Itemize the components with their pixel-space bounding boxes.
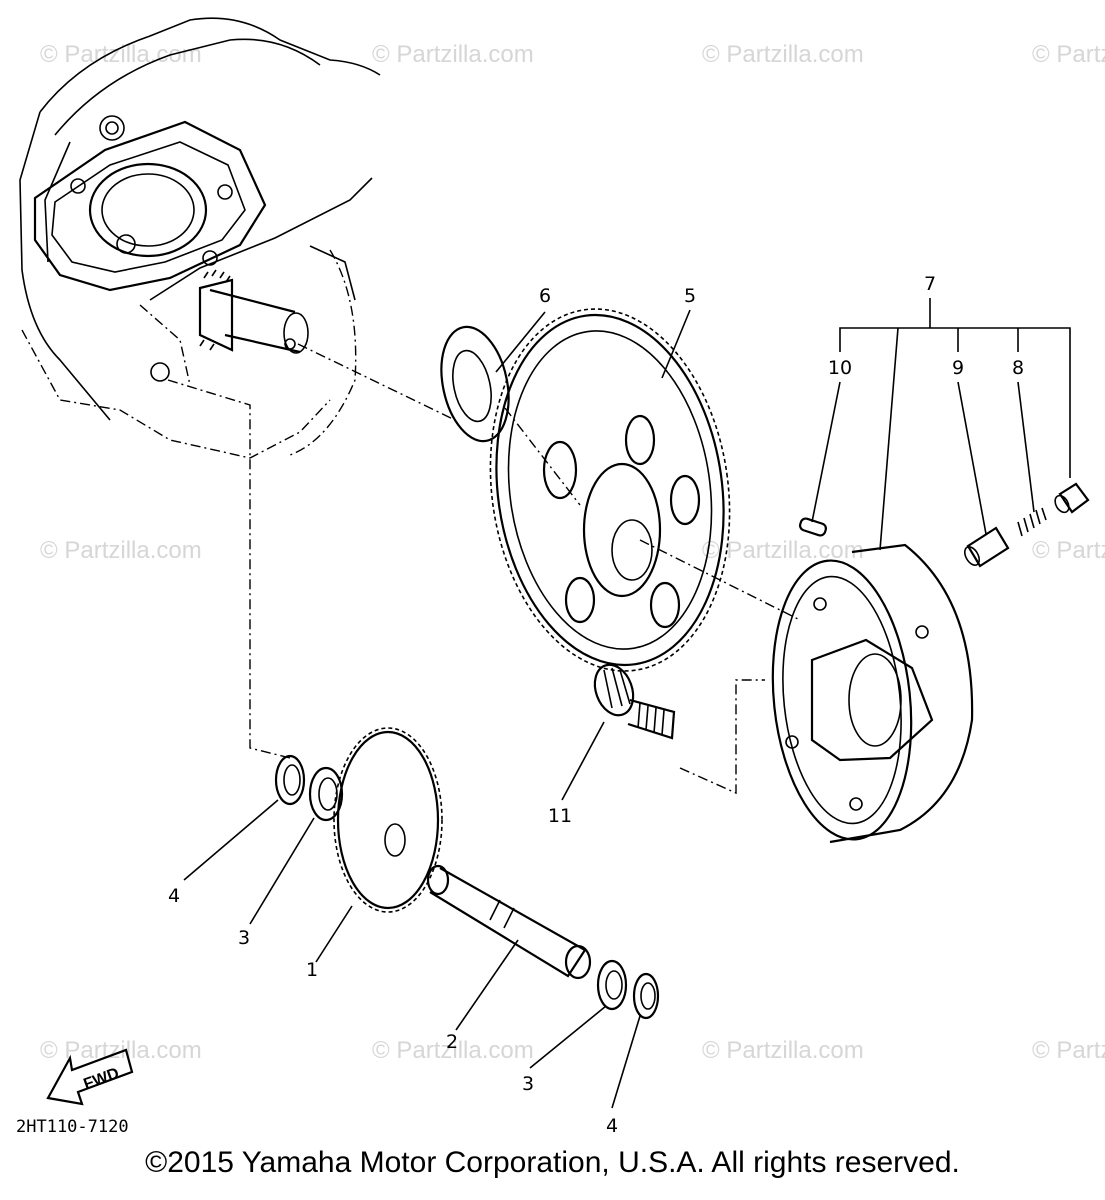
- engine-crankcase: [19, 17, 381, 459]
- callout-6: 6: [539, 285, 551, 307]
- watermark: © Partzilla.com: [40, 41, 202, 68]
- diagram-code: 2HT110-7120: [16, 1117, 129, 1137]
- assembly-guide-lines: [167, 343, 801, 795]
- part-4-circlip-right: [632, 972, 660, 1020]
- callout-5: 5: [684, 285, 696, 307]
- callout-8: 8: [1012, 357, 1024, 379]
- callout-4-right: 4: [606, 1115, 618, 1137]
- callout-labels: 6 5 7 10 9 8 11 4 3 1 2 3 4: [168, 273, 1024, 1137]
- callout-3-right: 3: [522, 1073, 534, 1095]
- callout-7: 7: [924, 273, 936, 295]
- watermark: © Partzilla.com: [1032, 537, 1105, 564]
- watermark: © Partzilla.com: [372, 41, 534, 68]
- callout-9: 9: [952, 357, 964, 379]
- watermark: © Partzilla.com: [372, 1037, 534, 1064]
- leader-lines: [183, 298, 1071, 1109]
- part-3-washer-right: [596, 959, 628, 1011]
- part-7-starter-clutch: [771, 543, 974, 844]
- callout-3-left: 3: [238, 927, 250, 949]
- part-6-washer: [440, 325, 510, 443]
- watermark: © Partzilla.com: [40, 1037, 202, 1064]
- part-4-circlip-left: [274, 754, 306, 806]
- callout-11: 11: [548, 805, 572, 827]
- watermark: © Partzilla.com: [1032, 1037, 1105, 1064]
- watermark: © Partzilla.com: [702, 537, 864, 564]
- watermark: © Partzilla.com: [702, 1037, 864, 1064]
- watermark: © Partzilla.com: [40, 537, 202, 564]
- fwd-label: FWD: [81, 1065, 121, 1093]
- callout-1: 1: [306, 959, 318, 981]
- watermark: © Partzilla.com: [1032, 41, 1105, 68]
- part-2-shaft: [426, 864, 592, 980]
- clutch-small-parts: [798, 482, 1090, 568]
- callout-4-left: 4: [168, 885, 180, 907]
- callout-2: 2: [446, 1031, 458, 1053]
- part-1-idle-gear: [333, 727, 443, 913]
- callout-10: 10: [828, 357, 852, 379]
- copyright-notice: ©2015 Yamaha Motor Corporation, U.S.A. A…: [145, 1146, 960, 1179]
- watermark: © Partzilla.com: [702, 41, 864, 68]
- watermark-layer: © Partzilla.com © Partzilla.com © Partzi…: [40, 41, 1105, 1064]
- part-5-starter-wheel-gear: [489, 308, 731, 672]
- part-11-screw: [593, 663, 676, 740]
